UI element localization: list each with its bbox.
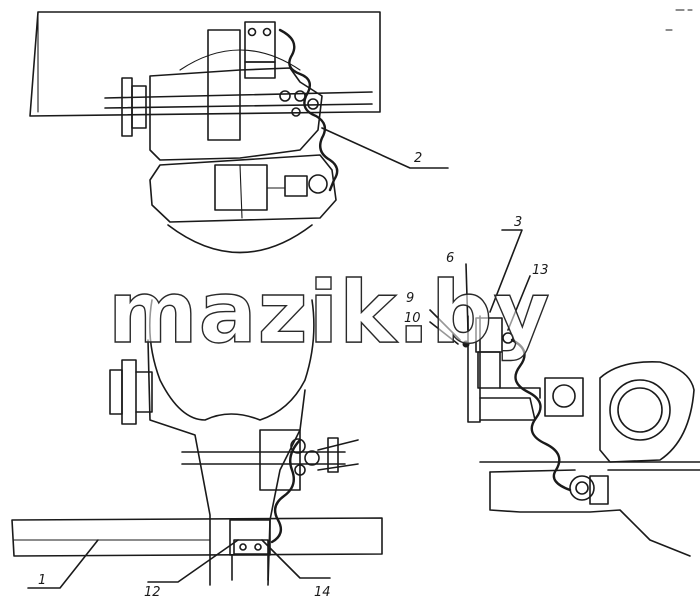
callout-9: 9 xyxy=(406,291,414,306)
callout-12: 12 xyxy=(144,585,161,600)
watermark-logo: mazik.by xyxy=(108,263,551,363)
right-assembly xyxy=(462,315,700,557)
top-assembly xyxy=(29,11,381,254)
bottom-left-assembly xyxy=(11,299,383,586)
callout-1: 1 xyxy=(38,573,46,588)
callout-6: 6 xyxy=(446,251,454,266)
callout-10: 10 xyxy=(404,311,421,326)
callout-3: 3 xyxy=(514,215,522,230)
callout-2: 2 xyxy=(414,151,422,166)
callout-13: 13 xyxy=(532,263,549,278)
callout-14: 14 xyxy=(314,585,331,600)
